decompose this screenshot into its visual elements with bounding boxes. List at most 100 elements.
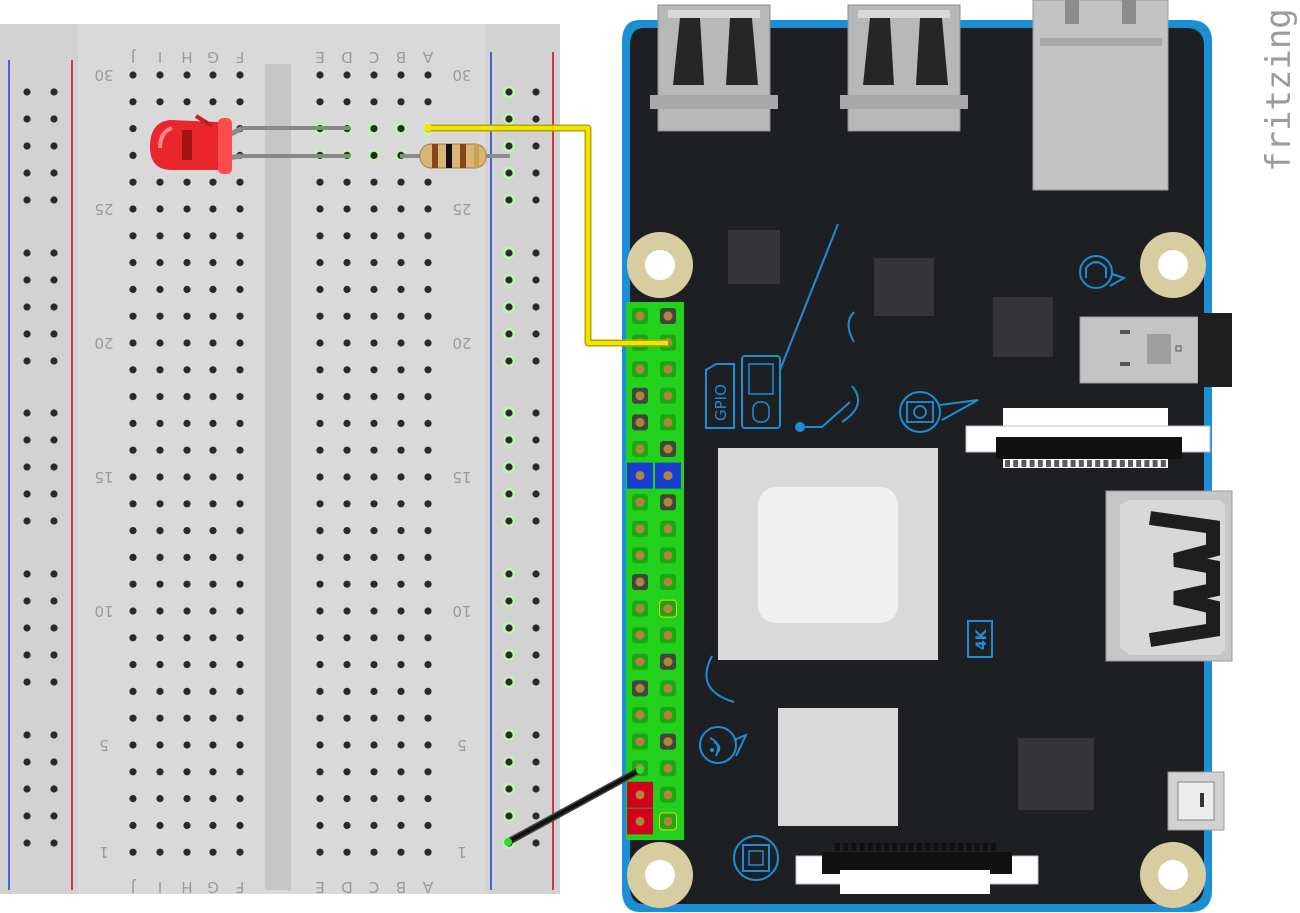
breadboard-hole	[183, 500, 191, 508]
breadboard-hole	[209, 473, 217, 481]
breadboard-hole	[343, 768, 351, 776]
breadboard-hole	[156, 232, 164, 240]
breadboard-hole	[209, 795, 217, 803]
breadboard-hole	[129, 393, 137, 401]
audio-icon	[1079, 255, 1127, 289]
breadboard-hole	[156, 527, 164, 535]
breadboard-hole	[316, 795, 324, 803]
rail-hole	[23, 839, 31, 847]
breadboard-hole	[129, 741, 137, 749]
rail-hole	[23, 88, 31, 96]
breadboard-hole	[424, 232, 432, 240]
breadboard-hole	[343, 98, 351, 106]
breadboard-hole	[156, 634, 164, 642]
rail-hole	[50, 570, 58, 578]
camera-connector	[965, 408, 1211, 468]
breadboard-hole	[316, 848, 324, 856]
rail-hole	[50, 731, 58, 739]
breadboard-hole	[156, 607, 164, 615]
rail-hole	[532, 731, 540, 739]
breadboard-hole	[424, 312, 432, 320]
breadboard-hole	[129, 259, 137, 267]
breadboard-hole	[156, 98, 164, 106]
breadboard-hole	[316, 312, 324, 320]
right-power-rail	[486, 24, 560, 894]
breadboard-hole	[316, 205, 324, 213]
breadboard-hole	[397, 125, 405, 133]
rail-hole	[23, 490, 31, 498]
breadboard-hole	[316, 71, 324, 79]
row-letter-top: E	[315, 48, 324, 66]
breadboard-hole	[397, 393, 405, 401]
rail-hole	[50, 330, 58, 338]
breadboard-hole	[129, 768, 137, 776]
breadboard-hole	[183, 634, 191, 642]
breadboard-hole	[316, 741, 324, 749]
breadboard-hole	[343, 848, 351, 856]
breadboard-hole	[370, 259, 378, 267]
breadboard-hole	[209, 500, 217, 508]
breadboard-hole	[183, 661, 191, 669]
breadboard-hole	[316, 821, 324, 830]
rail-hole	[532, 169, 540, 177]
breadboard-hole	[316, 232, 324, 240]
breadboard-hole	[129, 285, 137, 293]
breadboard-hole	[236, 393, 244, 401]
rail-hole	[532, 303, 540, 311]
rail-hole	[23, 731, 31, 739]
breadboard-hole	[316, 98, 324, 106]
rail-hole	[23, 303, 31, 311]
rail-hole	[23, 785, 31, 793]
rail-hole	[505, 330, 513, 338]
breadboard-hole	[183, 741, 191, 749]
breadboard-hole	[129, 98, 137, 106]
row-letter-bottom: B	[396, 878, 406, 896]
rail-hole	[50, 839, 58, 847]
rail-hole	[23, 570, 31, 578]
breadboard-hole	[424, 259, 432, 267]
breadboard-hole	[183, 259, 191, 267]
breadboard-hole	[424, 714, 432, 722]
chip-small-2	[874, 258, 934, 316]
breadboard-hole	[129, 473, 137, 481]
breadboard-hole	[183, 178, 191, 186]
breadboard-hole	[209, 661, 217, 669]
breadboard-hole	[397, 687, 405, 696]
breadboard-hole	[397, 178, 405, 186]
row-letter-top: G	[207, 48, 219, 66]
breadboard-hole	[397, 661, 405, 669]
wifi-icon	[699, 726, 749, 764]
breadboard-hole	[343, 661, 351, 669]
rail-hole	[532, 88, 540, 96]
rail-hole	[532, 597, 540, 605]
rail-hole	[532, 436, 540, 444]
rail-hole	[505, 490, 513, 498]
row-number-right: 25	[452, 200, 471, 218]
breadboard-hole	[236, 580, 244, 588]
rail-hole	[23, 115, 31, 123]
breadboard-hole	[156, 71, 164, 79]
breadboard-hole	[236, 71, 244, 79]
breadboard-hole	[397, 259, 405, 267]
4k-badge: 4K	[967, 620, 993, 658]
rail-hole	[532, 570, 540, 578]
rail-hole	[532, 678, 540, 686]
breadboard-hole	[343, 366, 351, 374]
breadboard-hole	[397, 527, 405, 535]
rail-hole	[532, 409, 540, 417]
breadboard-hole	[370, 339, 378, 347]
breadboard-hole	[424, 661, 432, 669]
row-letter-top: A	[422, 48, 433, 66]
rail-hole	[50, 142, 58, 150]
rail-hole	[505, 88, 513, 96]
breadboard-hole	[236, 741, 244, 749]
breadboard-hole	[236, 768, 244, 776]
row-letter-bottom: G	[207, 878, 219, 896]
row-number-right: 10	[452, 602, 471, 620]
breadboard-hole	[156, 339, 164, 347]
breadboard-hole	[236, 607, 244, 615]
breadboard-hole	[370, 795, 378, 803]
fritzing-logo-text: fritzing	[1259, 8, 1299, 172]
breadboard-hole	[129, 178, 137, 186]
breadboard-hole	[343, 527, 351, 535]
